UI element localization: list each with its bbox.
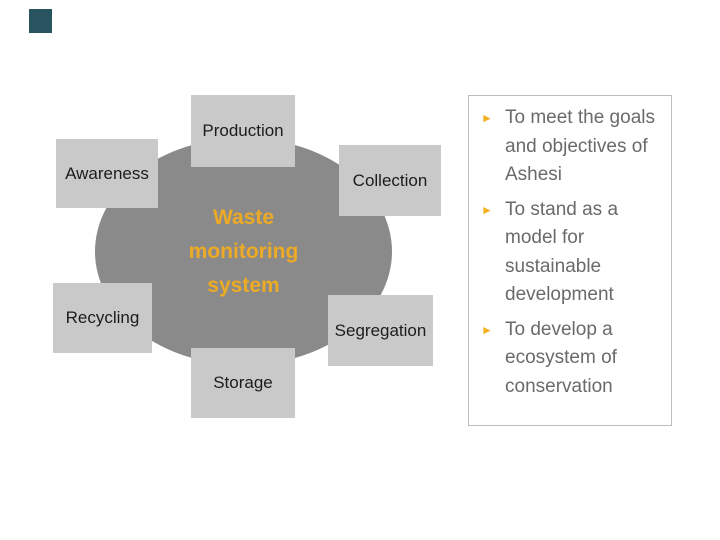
node-recycling: Recycling (53, 283, 152, 353)
node-collection: Collection (339, 145, 441, 216)
objective-text: To stand as a model for sustainable deve… (505, 196, 618, 310)
objective-line: ecosystem of (505, 347, 617, 368)
objective-line: sustainable (505, 255, 602, 277)
hub-title-line: system (207, 274, 280, 297)
objectives-panel: ► To meet the goals and objectives of As… (468, 95, 672, 426)
objective-item: ► To develop a ecosystem of conservation (469, 316, 671, 402)
node-label: Collection (352, 170, 428, 190)
node-label: Storage (213, 373, 273, 392)
node-label: Recycling (65, 308, 140, 327)
objective-text: To develop a ecosystem of conservation (505, 316, 617, 402)
objective-line: conservation (505, 375, 613, 397)
objective-item: ► To meet the goals and objectives of As… (469, 104, 671, 190)
node-awareness: Awareness (56, 139, 158, 208)
objective-line: To stand as a (505, 198, 619, 220)
objective-line: To meet the goals (505, 107, 655, 128)
objective-text: To meet the goals and objectives of Ashe… (505, 104, 655, 190)
bullet-triangle-icon: ► (481, 111, 493, 125)
hub-title: Waste monitoring system (95, 201, 392, 303)
hub-title-line: monitoring (188, 240, 299, 263)
objective-line: model for (505, 227, 585, 248)
objective-line: and objectives of (505, 135, 648, 157)
node-segregation: Segregation (328, 295, 433, 366)
node-label: Awareness (65, 163, 149, 183)
node-label: Segregation (334, 320, 427, 340)
node-storage: Storage (191, 348, 295, 418)
node-production: Production (191, 95, 295, 167)
objective-line: development (505, 284, 614, 305)
objective-line: Ashesi (505, 164, 563, 185)
objective-line: To develop a (505, 318, 613, 340)
node-label: Production (202, 121, 284, 140)
corner-accent-square (29, 9, 52, 33)
objective-item: ► To stand as a model for sustainable de… (469, 196, 671, 310)
bullet-triangle-icon: ► (481, 322, 493, 337)
bullet-triangle-icon: ► (481, 202, 493, 217)
hub-title-line: Waste (212, 206, 275, 229)
